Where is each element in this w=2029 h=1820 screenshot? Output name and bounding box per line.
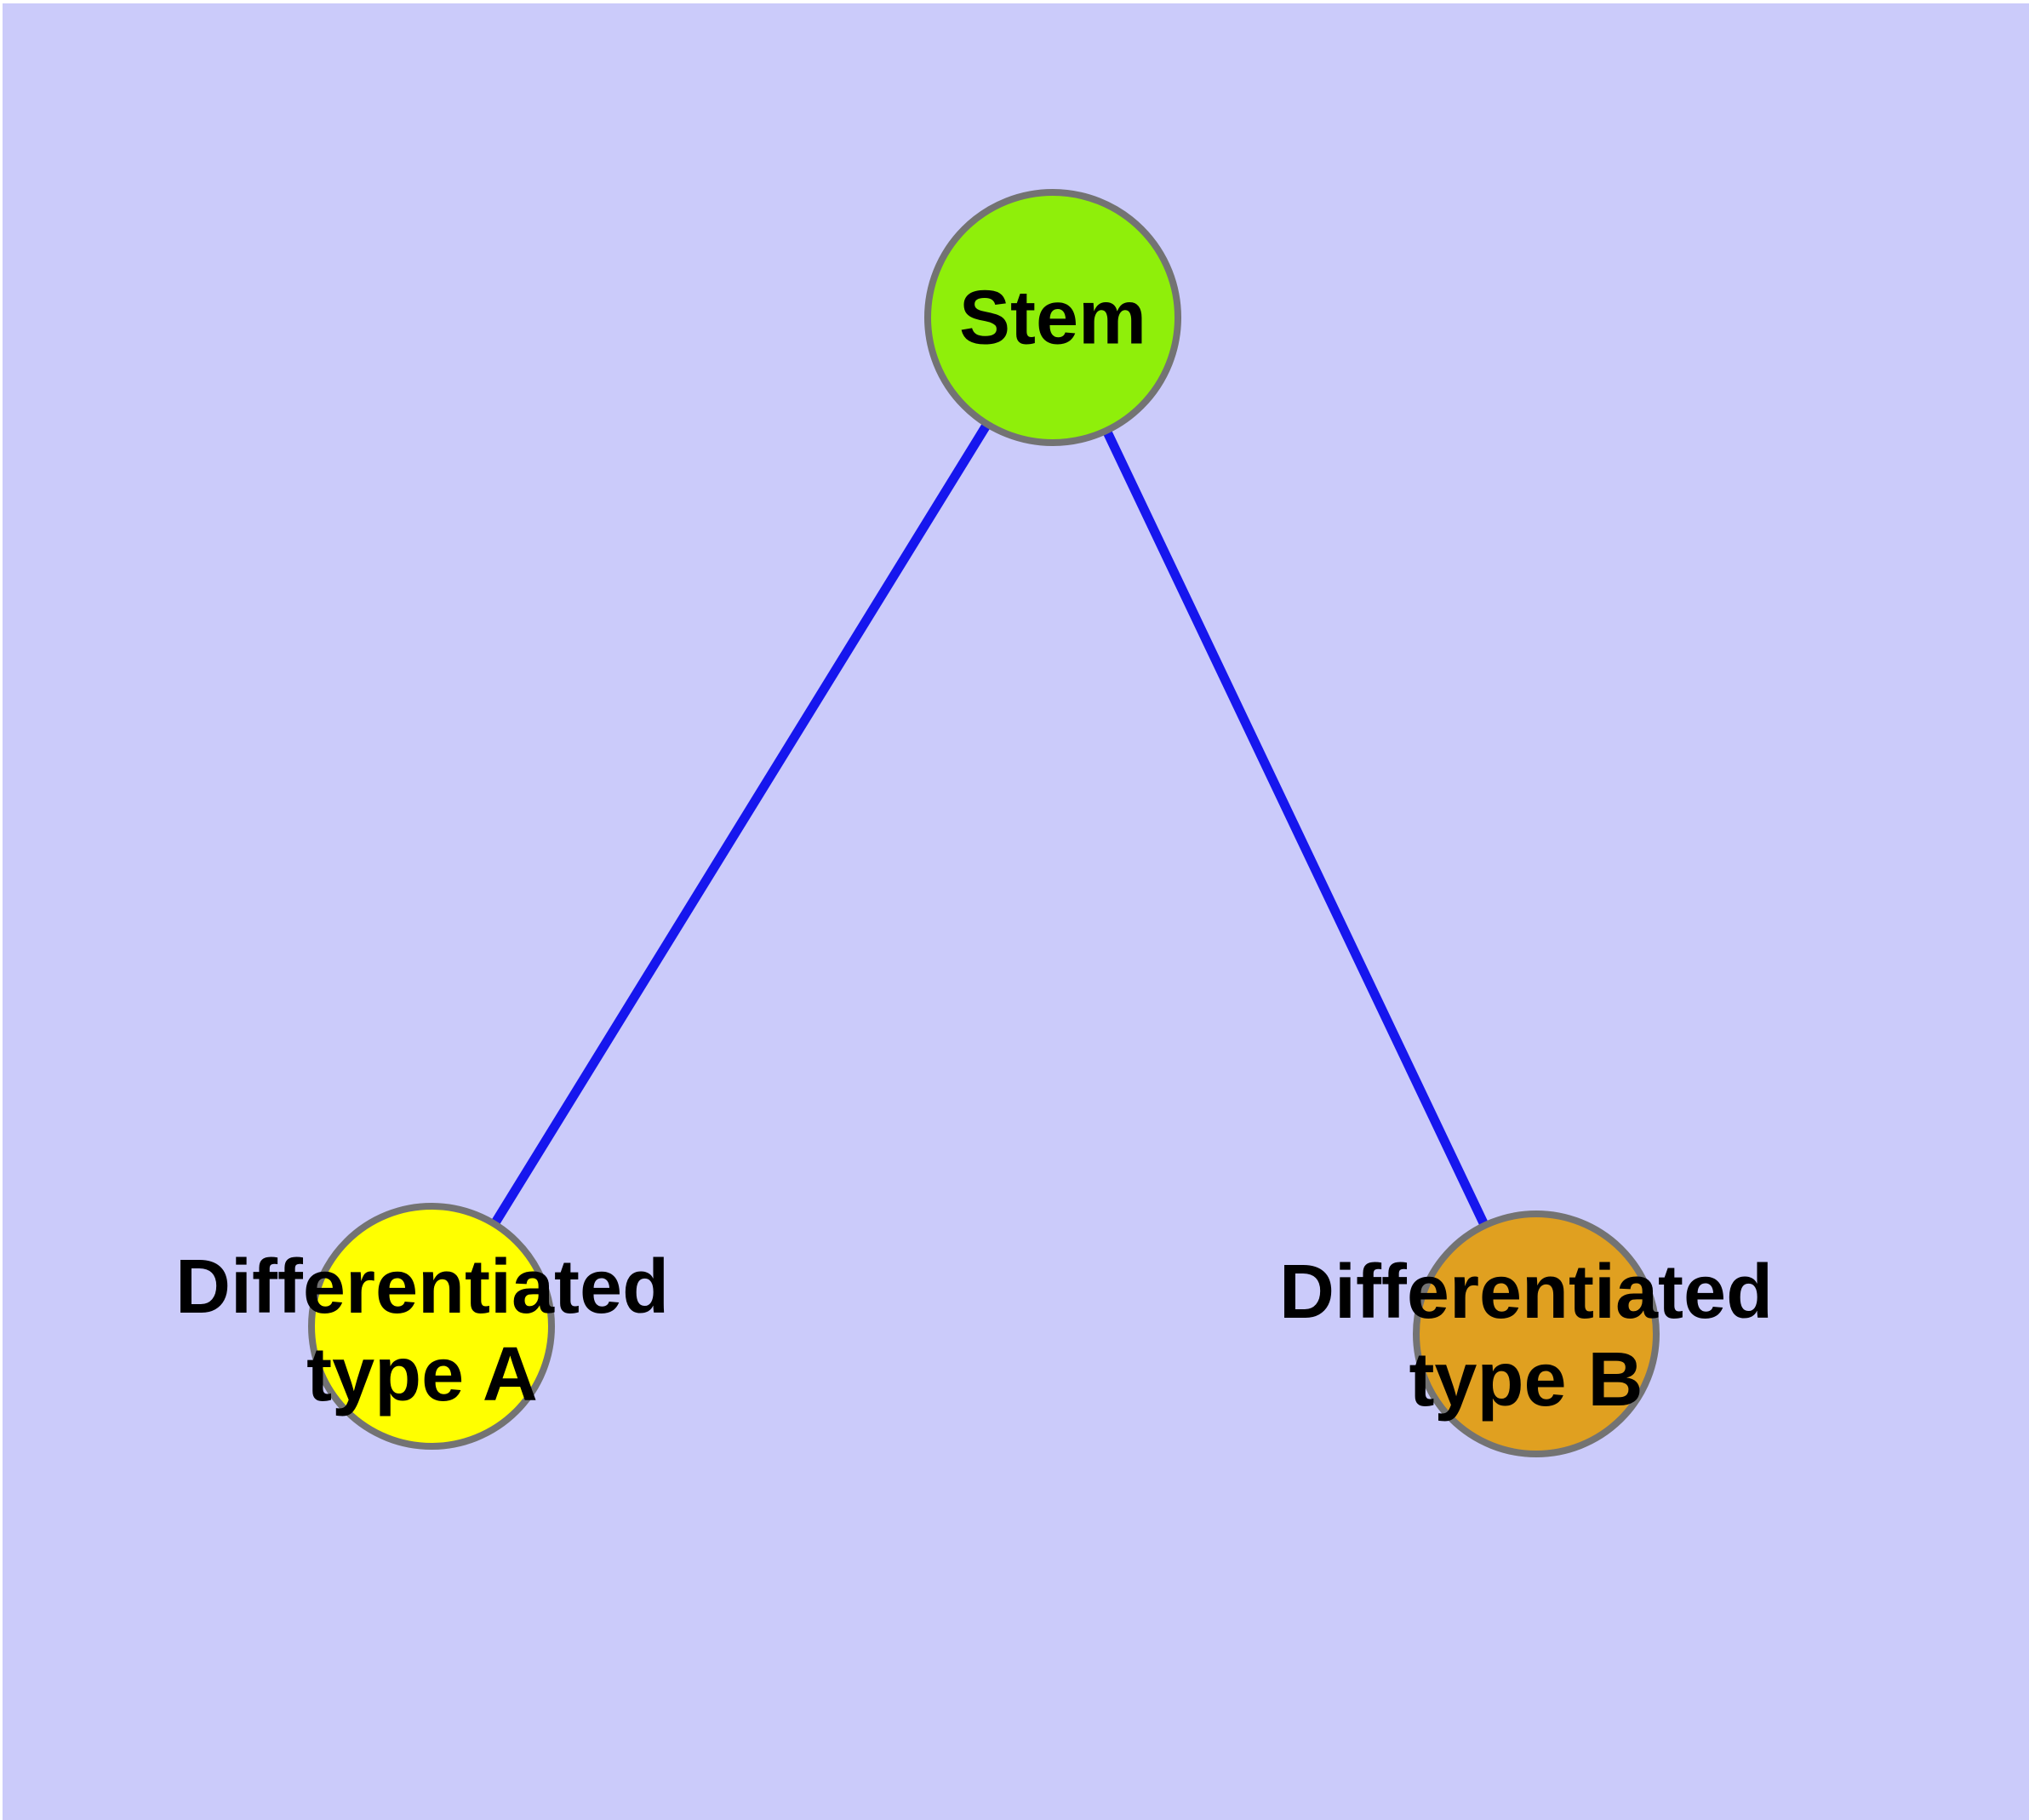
edge-stem-to-type-a xyxy=(427,315,1057,1329)
node-stem-circle xyxy=(924,189,1181,446)
edge-stem-to-type-b xyxy=(1049,315,1540,1336)
node-type-a-circle xyxy=(308,1203,555,1450)
node-type-b-circle xyxy=(1413,1210,1660,1457)
